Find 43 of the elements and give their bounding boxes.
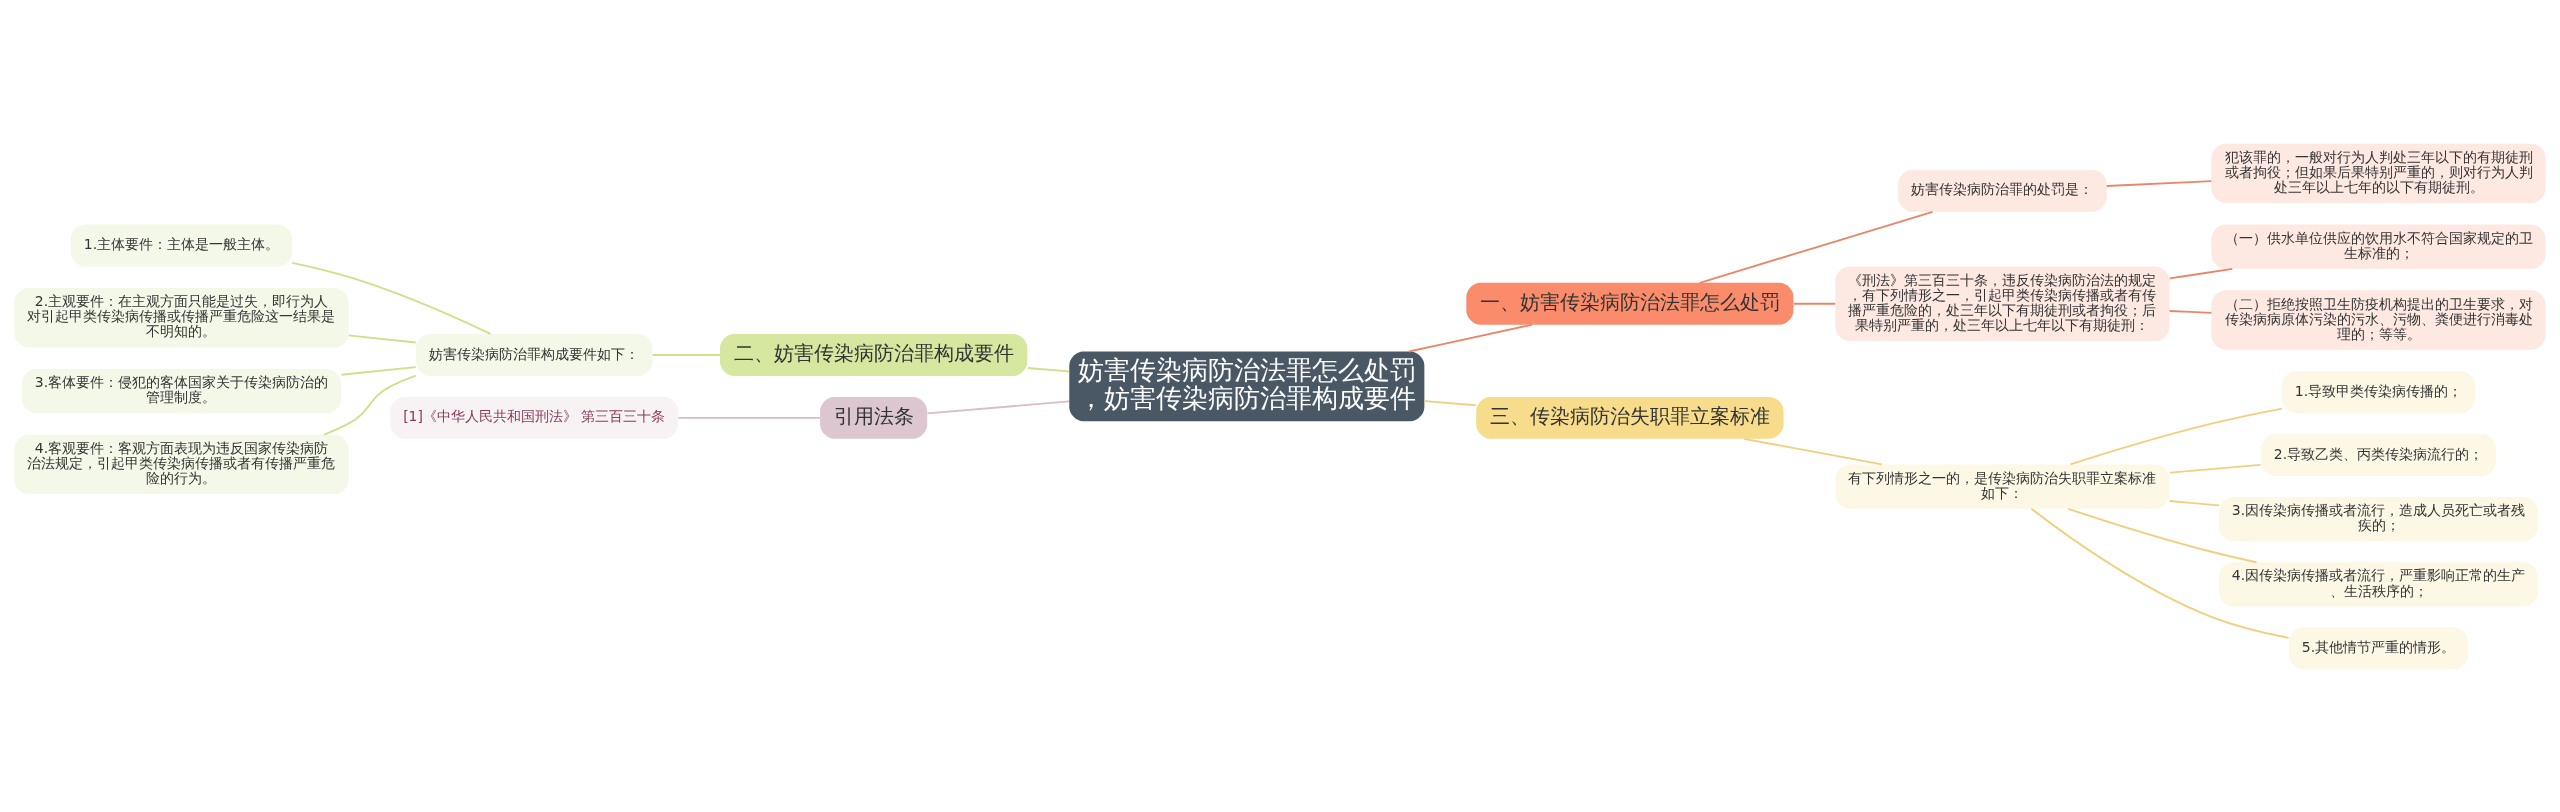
node-box: 2.主观要件：在主观方面只能是过失，即行为人对引起甲类传染病传播或传播严重危险这一结果是不明知的。 xyxy=(14,287,349,347)
connector xyxy=(1793,302,1837,305)
node-box: 1.导致甲类传染病传播的； xyxy=(2281,370,2476,413)
connector xyxy=(340,365,417,376)
node-box: （一）供水单位供应的饮用水不符合国家规定的卫生标准的； xyxy=(2211,224,2546,269)
node-box: 引用法条 xyxy=(820,396,928,439)
node-box: 3.因传染病传播或者流行，造成人员死亡或者残疾的； xyxy=(2219,496,2539,541)
connector xyxy=(2168,309,2213,314)
connector xyxy=(291,261,492,335)
node-box: 妨害传染病防治罪的处罚是： xyxy=(1898,169,2107,212)
connector xyxy=(2069,407,2283,465)
connector xyxy=(2030,507,2290,639)
connector xyxy=(926,399,1070,414)
node-box: 二、妨害传染病防治罪构成要件 xyxy=(719,333,1028,376)
node-box: 《刑法》第三百三十条，违反传染病防治法的规定，有下列情形之一，引起甲类传染病传播或者有传播严重危险的，处三年以下有期徒刑或者拘役；后果特别严重的，处三年以上七年以下有期徒刑： xyxy=(1835,266,2170,341)
connector xyxy=(677,416,821,419)
node-box: 5.其他情节严重的情形。 xyxy=(2288,626,2469,669)
node-box: 犯该罪的，一般对行为人判处三年以下的有期徒刑或者拘役；但如果后果特别严重的，则对行为人判处三年以上七年的以下有期徒刑。 xyxy=(2211,143,2546,203)
node-box: 4.因传染病传播或者流行，严重影响正常的生产、生活秩序的； xyxy=(2219,561,2539,606)
node-box: 1.主体要件：主体是一般主体。 xyxy=(70,224,293,266)
node-box: [1]《中华人民共和国刑法》 第三百三十条 xyxy=(390,396,679,439)
connector xyxy=(2105,179,2213,187)
connector xyxy=(1743,437,1883,465)
node-box: 2.导致乙类、丙类传染病流行的； xyxy=(2260,433,2497,476)
connector xyxy=(2067,507,2258,563)
node-box: 3.客体要件：侵犯的客体国家关于传染病防治的管理制度。 xyxy=(21,368,341,413)
connector xyxy=(1026,366,1071,372)
node-box: 一、妨害传染病防治法罪怎么处罚 xyxy=(1466,282,1794,325)
connector xyxy=(651,353,721,356)
node-box: （二）拒绝按照卫生防疫机构提出的卫生要求，对传染病病原体污染的污水、污物、粪便进行消毒处理的；等等。 xyxy=(2211,289,2546,350)
node-box: 4.客观要件：客观方面表现为违反国家传染病防治法规定，引起甲类传染病传播或者有传播严重危险的行为。 xyxy=(14,434,349,494)
connector xyxy=(2168,267,2234,279)
node-box: 三、传染病防治失职罪立案标准 xyxy=(1476,396,1784,439)
connector xyxy=(1407,323,1533,352)
node-box: 有下列情形之一的，是传染病防治失职罪立案标准如下： xyxy=(1835,463,2170,509)
connector xyxy=(2168,463,2262,473)
connector xyxy=(323,374,417,436)
connector xyxy=(1423,399,1477,406)
node-box: 妨害传染病防治罪构成要件如下： xyxy=(416,333,653,376)
connector xyxy=(2168,499,2220,506)
node-box: 妨害传染病防治法罪怎么处罚，妨害传染病防治罪构成要件 xyxy=(1069,351,1425,421)
connector xyxy=(1698,210,1934,284)
connector xyxy=(347,333,417,343)
